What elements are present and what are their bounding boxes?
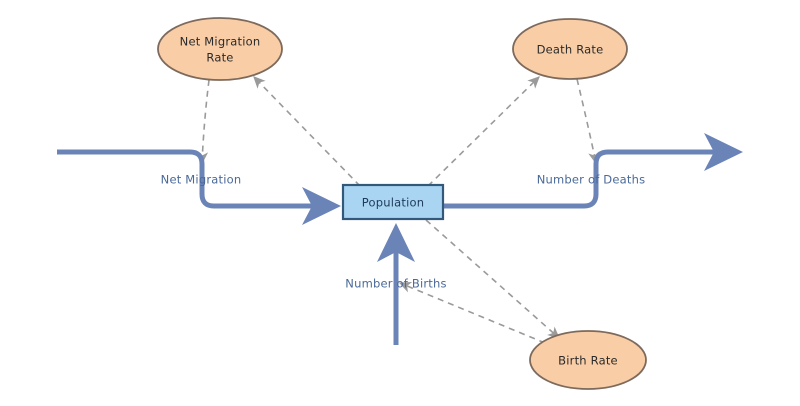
net-migration-rate-label-line1: Net Migration <box>180 35 261 49</box>
population-stock-label: Population <box>362 196 424 210</box>
net-migration-rate-ellipse[interactable] <box>157 17 283 81</box>
death-rate-ellipse[interactable] <box>512 18 628 80</box>
auxiliary-death-rate[interactable]: Death Rate <box>512 18 628 80</box>
death-rate-label: Death Rate <box>537 43 604 57</box>
link-population-to-net-migration-rate <box>253 76 361 187</box>
auxiliaries-layer: Net Migration Rate Death Rate Birth Rate <box>157 17 647 390</box>
population-stock-box[interactable] <box>341 183 445 221</box>
link-death-rate-to-number-of-deaths-valve <box>576 78 600 165</box>
stock-population[interactable]: Population <box>341 183 445 221</box>
auxiliary-net-migration-rate[interactable]: Net Migration Rate <box>157 17 283 81</box>
link-population-to-birth-rate <box>425 219 560 339</box>
flow-pipe-number-of-deaths[interactable] <box>443 133 743 209</box>
auxiliary-birth-rate[interactable]: Birth Rate <box>529 330 647 390</box>
flow-label-number-of-births: Number of Births <box>345 277 446 291</box>
birth-rate-ellipse[interactable] <box>529 330 647 390</box>
flow-labels-layer: Net Migration Number of Deaths Number of… <box>161 173 646 291</box>
link-birth-rate-to-number-of-births-valve <box>398 281 546 344</box>
flow-pipe-net-migration[interactable] <box>57 149 341 225</box>
link-population-to-death-rate <box>427 76 540 187</box>
flow-label-net-migration: Net Migration <box>161 173 242 187</box>
birth-rate-label: Birth Rate <box>558 354 618 368</box>
causal-links-layer <box>196 76 600 344</box>
net-migration-rate-label-line2: Rate <box>206 51 233 65</box>
flows-layer <box>57 133 743 345</box>
link-net-migration-rate-to-net-migration-valve <box>196 79 210 165</box>
flow-label-number-of-deaths: Number of Deaths <box>537 173 646 187</box>
